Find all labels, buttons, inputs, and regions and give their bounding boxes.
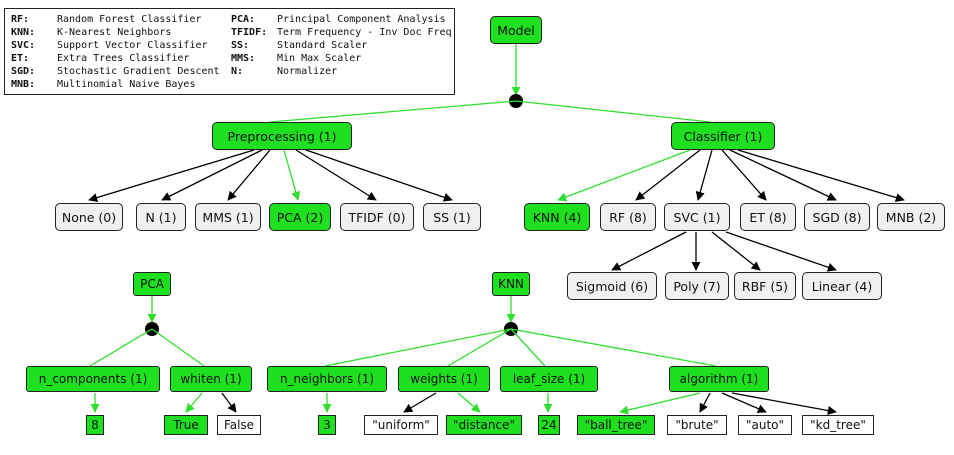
legend-entry: SS:Standard Scaler — [231, 40, 368, 51]
legend-entry: PCA:Principal Component Analysis — [231, 14, 446, 25]
pca-param-n-components[interactable]: n_components (1) — [26, 366, 160, 392]
svc-kernel-rbf-node[interactable]: RBF (5) — [734, 272, 796, 300]
preproc-none-node[interactable]: None (0) — [55, 203, 123, 231]
knn-algorithm-kd-tree-value[interactable]: "kd_tree" — [802, 415, 874, 435]
legend-entry: RF:Random Forest Classifier — [11, 14, 202, 25]
pca-root-node[interactable]: PCA — [133, 272, 171, 296]
knn-n-neighbors-value[interactable]: 3 — [318, 415, 336, 435]
knn-param-leaf-size[interactable]: leaf_size (1) — [500, 366, 598, 392]
legend-entry: N:Normalizer — [231, 66, 338, 77]
preproc-ss-node[interactable]: SS (1) — [423, 203, 481, 231]
knn-leaf-size-value[interactable]: 24 — [538, 415, 560, 435]
knn-param-algorithm[interactable]: algorithm (1) — [669, 366, 769, 392]
knn-weights-distance-value[interactable]: "distance" — [446, 415, 522, 435]
preproc-mms-node[interactable]: MMS (1) — [195, 203, 261, 231]
preproc-pca-node[interactable]: PCA (2) — [269, 203, 331, 231]
model-node[interactable]: Model — [490, 16, 542, 44]
clf-sgd-node[interactable]: SGD (8) — [804, 203, 870, 231]
abbreviation-legend: RF:Random Forest Classifier KNN:K-Neares… — [4, 8, 455, 95]
classifier-node[interactable]: Classifier (1) — [671, 122, 775, 150]
svc-kernel-linear-node[interactable]: Linear (4) — [802, 272, 882, 300]
pca-param-whiten[interactable]: whiten (1) — [170, 366, 252, 392]
knn-param-n-neighbors[interactable]: n_neighbors (1) — [267, 366, 387, 392]
preproc-normalizer-node[interactable]: N (1) — [136, 203, 186, 231]
clf-svc-node[interactable]: SVC (1) — [664, 203, 730, 231]
preprocessing-node[interactable]: Preprocessing (1) — [212, 122, 352, 150]
edge-junction-preprocessing — [269, 100, 517, 123]
svc-kernel-poly-node[interactable]: Poly (7) — [665, 272, 729, 300]
clf-mnb-node[interactable]: MNB (2) — [877, 203, 945, 231]
svc-kernel-sigmoid-node[interactable]: Sigmoid (6) — [567, 272, 657, 300]
legend-entry: SGD:Stochastic Gradient Descent — [11, 66, 220, 77]
knn-algorithm-ball-tree-value[interactable]: "ball_tree" — [577, 415, 655, 435]
legend-entry: KNN:K-Nearest Neighbors — [11, 27, 172, 38]
legend-entry: ET:Extra Trees Classifier — [11, 53, 190, 64]
pca-whiten-false-value[interactable]: False — [217, 415, 261, 435]
legend-entry: MMS:Min Max Scaler — [231, 53, 362, 64]
pca-whiten-true-value[interactable]: True — [164, 415, 208, 435]
legend-entry: SVC:Support Vector Classifier — [11, 40, 208, 51]
legend-entry: MNB:Multinomial Naive Bayes — [11, 79, 196, 90]
clf-et-node[interactable]: ET (8) — [740, 203, 796, 231]
knn-algorithm-brute-value[interactable]: "brute" — [667, 415, 727, 435]
knn-param-weights[interactable]: weights (1) — [398, 366, 490, 392]
clf-knn-node[interactable]: KNN (4) — [524, 203, 590, 231]
legend-entry: TFIDF:Term Frequency - Inv Doc Freq — [231, 27, 452, 38]
clf-rf-node[interactable]: RF (8) — [600, 203, 656, 231]
preproc-tfidf-node[interactable]: TFIDF (0) — [340, 203, 414, 231]
knn-algorithm-auto-value[interactable]: "auto" — [738, 415, 792, 435]
edge-junction-classifier — [515, 100, 711, 123]
knn-weights-uniform-value[interactable]: "uniform" — [364, 415, 438, 435]
pca-n-components-value[interactable]: 8 — [86, 415, 104, 435]
knn-root-node[interactable]: KNN — [492, 272, 530, 296]
